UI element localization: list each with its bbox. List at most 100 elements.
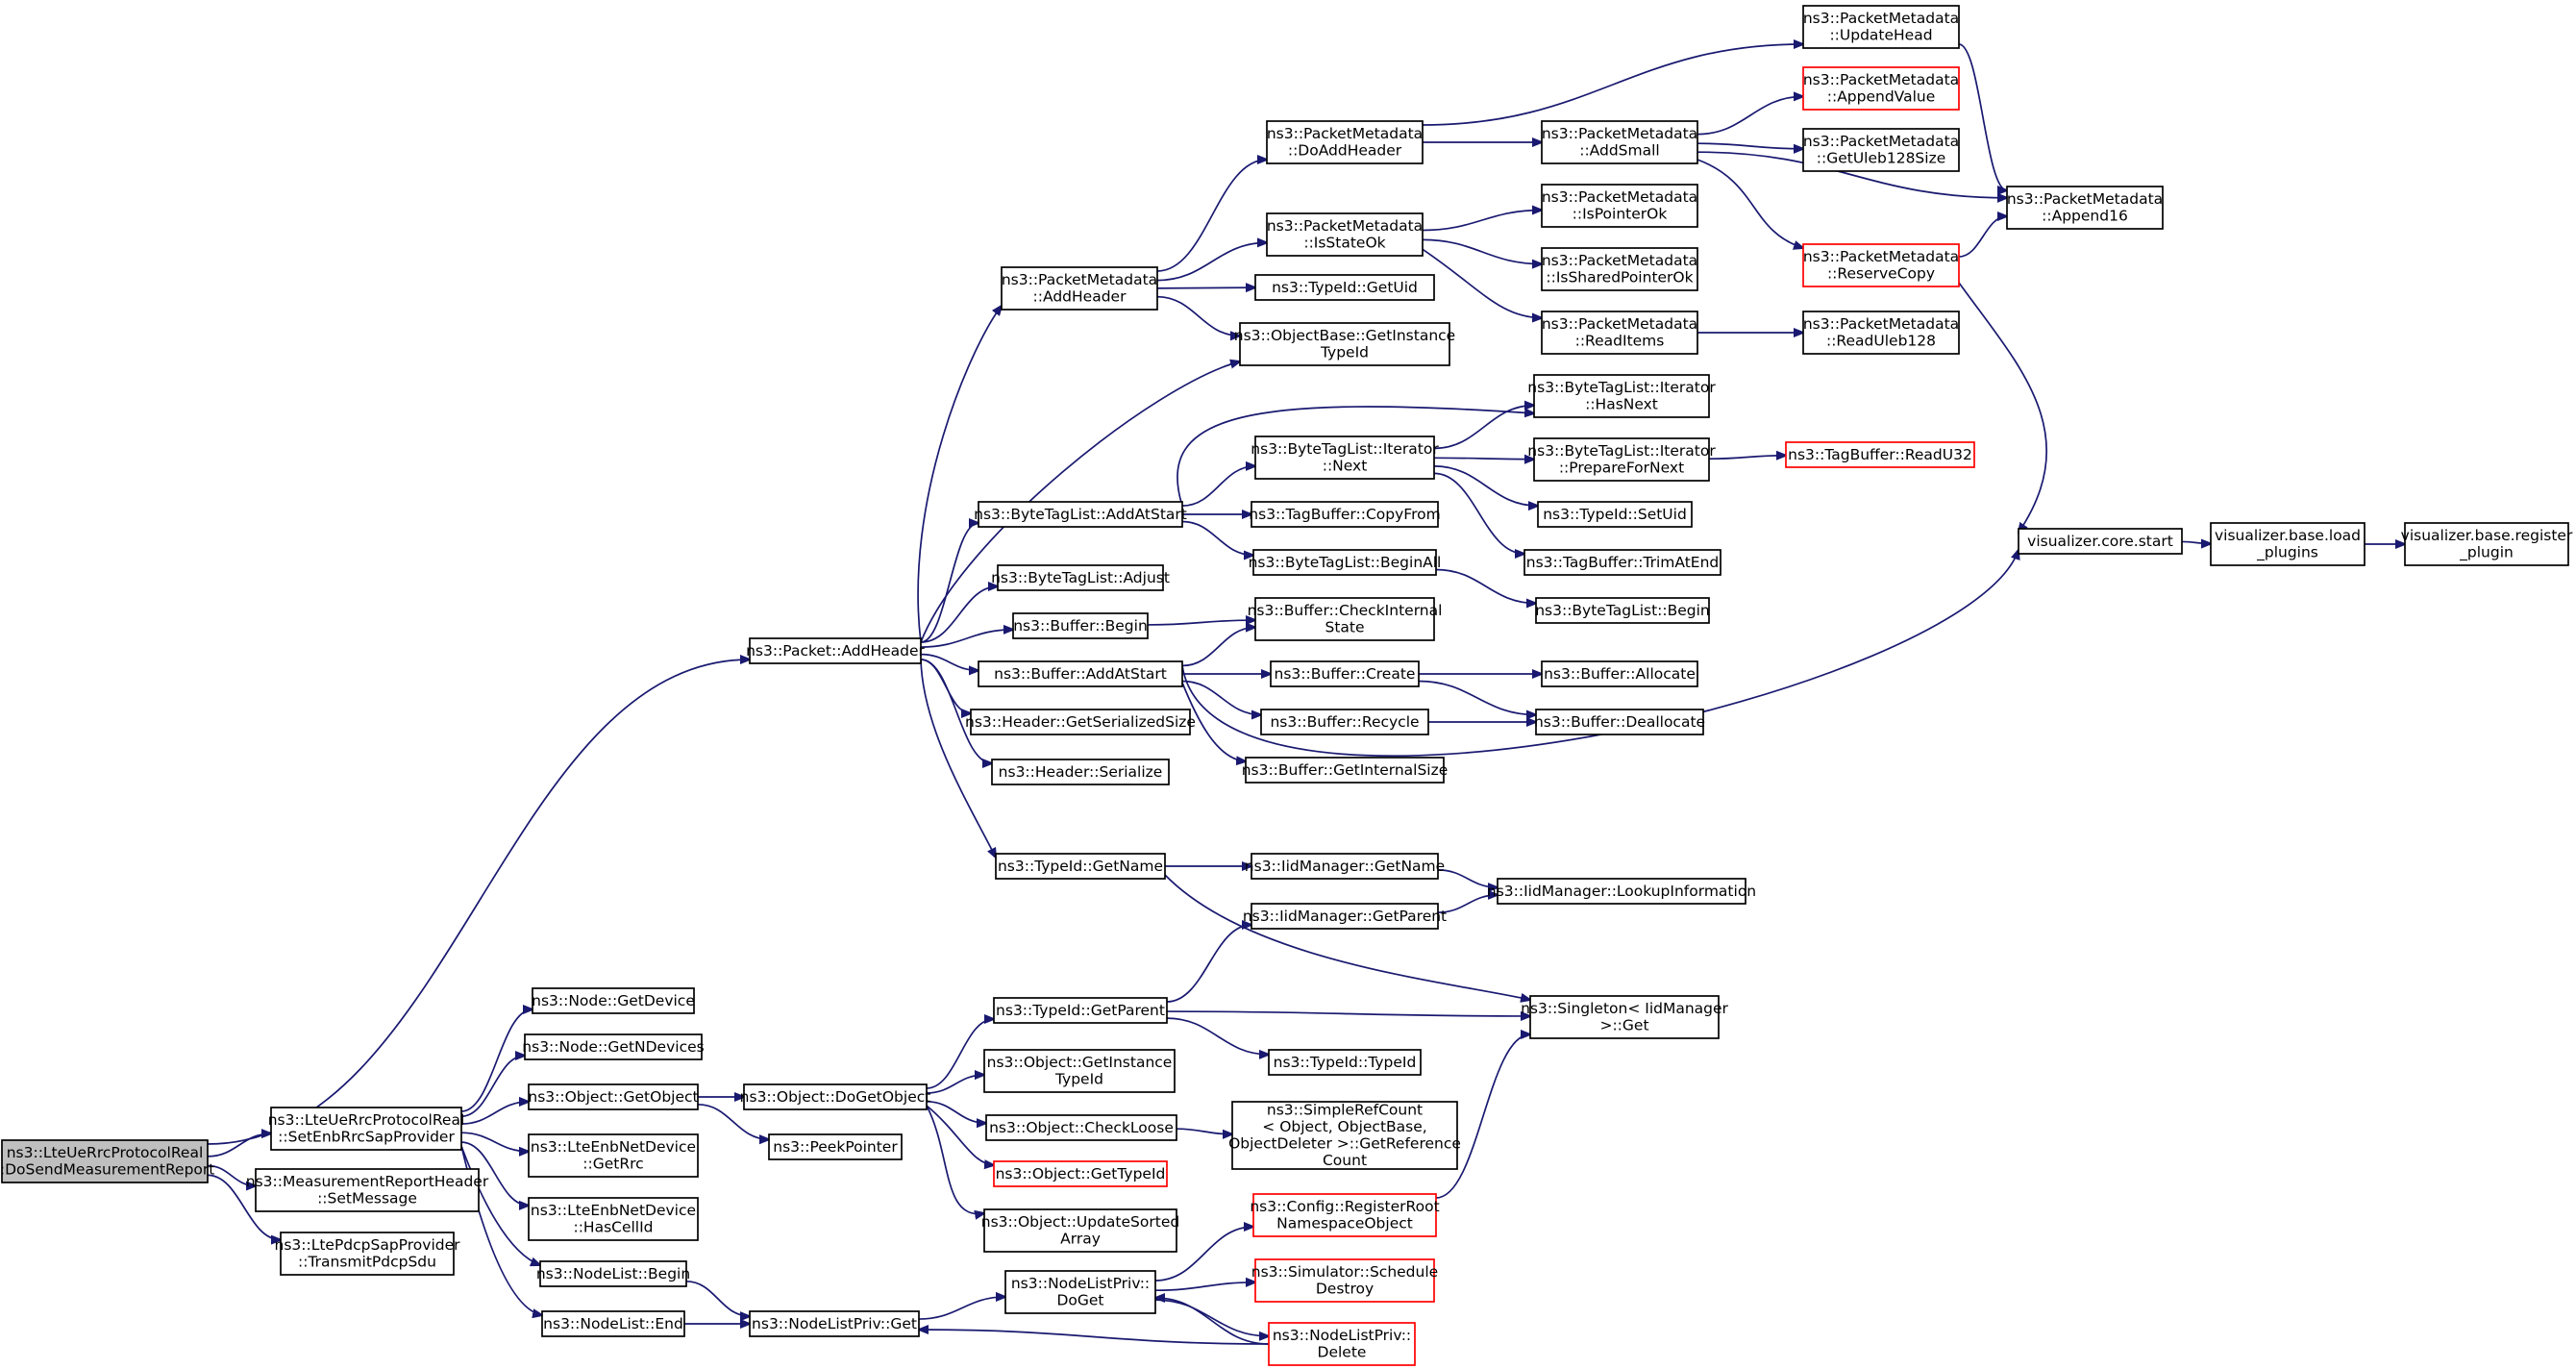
function-node-pmupdhead[interactable]: ns3::PacketMetadata::UpdateHead bbox=[1802, 5, 1960, 49]
function-node-btladjust[interactable]: ns3::ByteTagList::Adjust bbox=[991, 564, 1170, 591]
function-node-pmappval[interactable]: ns3::PacketMetadata::AppendValue bbox=[1802, 66, 1960, 111]
function-node-pmappend16[interactable]: ns3::PacketMetadata::Append16 bbox=[2006, 186, 2164, 230]
function-node-btlbegin[interactable]: ns3::ByteTagList::Begin bbox=[1535, 597, 1710, 624]
call-edge-btladd-to-btlihasnext bbox=[1177, 406, 1534, 507]
function-node-pmreaditems[interactable]: ns3::PacketMetadata::ReadItems bbox=[1541, 311, 1698, 355]
node-label-line: ns3::MeasurementReportHeader bbox=[246, 1173, 489, 1190]
function-node-pmisptr[interactable]: ns3::PacketMetadata::IsPointerOk bbox=[1541, 184, 1698, 228]
function-node-root[interactable]: ns3::LteUeRrcProtocolReal::DoSendMeasure… bbox=[0, 1139, 214, 1183]
function-node-hdrser[interactable]: ns3::Header::Serialize bbox=[991, 759, 1170, 785]
function-node-nlpdoget[interactable]: ns3::NodeListPriv::DoGet bbox=[1004, 1270, 1156, 1314]
node-box bbox=[541, 1310, 685, 1337]
function-node-bufrecycle[interactable]: ns3::Buffer::Recycle bbox=[1260, 709, 1429, 735]
function-node-doget[interactable]: ns3::Object::DoGetObject bbox=[740, 1083, 931, 1110]
function-node-btlbeginall[interactable]: ns3::ByteTagList::BeginAll bbox=[1249, 549, 1442, 576]
function-node-nlend[interactable]: ns3::NodeList::End bbox=[541, 1310, 685, 1337]
function-node-tidparent[interactable]: ns3::TypeId::GetParent bbox=[993, 997, 1168, 1024]
function-node-iidname[interactable]: ns3::IidManager::GetName bbox=[1245, 853, 1445, 880]
node-box bbox=[1497, 878, 1746, 905]
function-node-bufbegin[interactable]: ns3::Buffer::Begin bbox=[1012, 612, 1149, 639]
function-node-bufdealloc[interactable]: ns3::Buffer::Deallocate bbox=[1534, 709, 1705, 735]
function-node-tiduid[interactable]: ns3::TypeId::GetUid bbox=[1254, 274, 1435, 301]
node-box bbox=[1245, 757, 1445, 784]
node-box bbox=[2404, 522, 2569, 566]
function-node-btlihasnext[interactable]: ns3::ByteTagList::Iterator::HasNext bbox=[1527, 374, 1716, 418]
node-label-line: ns3::PacketMetadata bbox=[1542, 252, 1697, 269]
call-edge-pmreserve-to-pmappend16 bbox=[1958, 216, 2007, 258]
call-edge-pmaddheader-to-objbaseinst bbox=[1156, 295, 1240, 336]
function-node-btlinext[interactable]: ns3::ByteTagList::Iterator::Next bbox=[1251, 436, 1439, 480]
function-node-pmreserve[interactable]: ns3::PacketMetadata::ReserveCopy bbox=[1802, 243, 1960, 287]
call-edge-root-to-addheader bbox=[207, 660, 750, 1145]
function-node-vizstart[interactable]: visualizer.core.start bbox=[2018, 528, 2183, 555]
node-box bbox=[985, 1114, 1177, 1141]
call-edge-addheader-to-bufbegin bbox=[920, 630, 1013, 648]
function-node-getdevice[interactable]: ns3::Node::GetDevice bbox=[532, 987, 695, 1014]
function-node-iidparent[interactable]: ns3::IidManager::GetParent bbox=[1243, 903, 1447, 930]
function-node-getndev[interactable]: ns3::Node::GetNDevices bbox=[522, 1033, 705, 1060]
node-label-line: ns3::Buffer::Recycle bbox=[1270, 713, 1419, 731]
node-label-line: ns3::PacketMetadata bbox=[1542, 188, 1697, 206]
function-node-bufaddstart[interactable]: ns3::Buffer::AddAtStart bbox=[978, 660, 1183, 687]
function-node-pmaddheader[interactable]: ns3::PacketMetadata::AddHeader bbox=[1001, 266, 1158, 311]
function-node-nlpget[interactable]: ns3::NodeListPriv::Get bbox=[749, 1310, 920, 1337]
function-node-tbcopy[interactable]: ns3::TagBuffer::CopyFrom bbox=[1249, 501, 1441, 528]
function-node-singleton[interactable]: ns3::Singleton< IidManager >::Get bbox=[1521, 995, 1729, 1039]
function-node-bufintsize[interactable]: ns3::Buffer::GetInternalSize bbox=[1242, 757, 1449, 784]
call-edge-doget-to-objinst bbox=[926, 1075, 984, 1094]
function-node-checkloose[interactable]: ns3::Object::CheckLoose bbox=[985, 1114, 1177, 1141]
function-node-tidtid[interactable]: ns3::TypeId::TypeId bbox=[1268, 1049, 1422, 1076]
call-edge-tidparent-to-singleton bbox=[1166, 1010, 1530, 1016]
function-node-tbread[interactable]: ns3::TagBuffer::ReadU32 bbox=[1785, 441, 1975, 468]
function-node-pmuleb[interactable]: ns3::PacketMetadata::GetUleb128Size bbox=[1802, 128, 1960, 172]
node-box bbox=[995, 853, 1166, 880]
function-node-tbtrim[interactable]: ns3::TagBuffer::TrimAtEnd bbox=[1523, 549, 1721, 576]
function-node-pmdoadd[interactable]: ns3::PacketMetadata::DoAddHeader bbox=[1266, 120, 1424, 164]
node-label-line: ns3::ByteTagList::AddAtStart bbox=[974, 506, 1187, 523]
function-node-pmisshared[interactable]: ns3::PacketMetadata::IsSharedPointerOk bbox=[1541, 247, 1698, 291]
call-edge-iidparent-to-iidlookup bbox=[1437, 895, 1498, 913]
function-node-hascell[interactable]: ns3::LteEnbNetDevice::HasCellId bbox=[528, 1197, 699, 1241]
function-node-nlbegin[interactable]: ns3::NodeList::Begin bbox=[536, 1260, 690, 1287]
node-box bbox=[1270, 660, 1420, 687]
function-node-getrrc[interactable]: ns3::LteEnbNetDevice::GetRrc bbox=[528, 1133, 699, 1178]
function-node-btliprep[interactable]: ns3::ByteTagList::Iterator::PrepareForNe… bbox=[1527, 437, 1716, 482]
function-node-setenb[interactable]: ns3::LteUeRrcProtocolReal::SetEnbRrcSapP… bbox=[268, 1107, 465, 1151]
function-node-tidsetuid[interactable]: ns3::TypeId::SetUid bbox=[1537, 501, 1693, 528]
function-node-simpleref[interactable]: ns3::SimpleRefCount< Object, ObjectBase,… bbox=[1228, 1101, 1461, 1170]
node-label-line: ns3::LtePdcpSapProvider bbox=[275, 1236, 461, 1254]
function-node-objtid[interactable]: ns3::Object::GetTypeId bbox=[993, 1160, 1168, 1187]
function-node-pmaddsmall[interactable]: ns3::PacketMetadata::AddSmall bbox=[1541, 120, 1698, 164]
function-node-nlpdelete[interactable]: ns3::NodeListPriv::Delete bbox=[1268, 1322, 1416, 1366]
function-node-hdrsersize[interactable]: ns3::Header::GetSerializedSize bbox=[965, 709, 1196, 735]
function-node-getobject[interactable]: ns3::Object::GetObject bbox=[528, 1083, 699, 1110]
function-node-vizreg[interactable]: visualizer.base.register_plugin bbox=[2401, 522, 2573, 566]
function-node-pmreaduleb[interactable]: ns3::PacketMetadata::ReadUleb128 bbox=[1802, 311, 1960, 355]
function-node-peek[interactable]: ns3::PeekPointer bbox=[768, 1133, 903, 1160]
call-edge-setenb-to-hascell bbox=[460, 1141, 529, 1206]
node-box bbox=[1541, 660, 1698, 687]
function-node-pmstate[interactable]: ns3::PacketMetadata::IsStateOk bbox=[1266, 212, 1424, 257]
function-node-vizload[interactable]: visualizer.base.load_plugins bbox=[2210, 522, 2365, 566]
node-label-line: ns3::Object::UpdateSorted bbox=[981, 1213, 1179, 1231]
function-node-iidlookup[interactable]: ns3::IidManager::LookupInformation bbox=[1487, 878, 1756, 905]
call-edges bbox=[207, 44, 2405, 1345]
function-node-bufcreate[interactable]: ns3::Buffer::Create bbox=[1270, 660, 1420, 687]
function-node-tidname[interactable]: ns3::TypeId::GetName bbox=[995, 853, 1166, 880]
node-label-line: ns3::Node::GetNDevices bbox=[522, 1038, 704, 1056]
function-node-addheader[interactable]: ns3::Packet::AddHeader bbox=[746, 637, 926, 664]
function-node-btladd[interactable]: ns3::ByteTagList::AddAtStart bbox=[974, 501, 1187, 528]
node-label-line: _plugins bbox=[2256, 544, 2318, 562]
function-node-pdcp[interactable]: ns3::LtePdcpSapProvider::TransmitPdcpSdu bbox=[275, 1232, 461, 1276]
node-box bbox=[1541, 120, 1698, 164]
function-node-bufalloc[interactable]: ns3::Buffer::Allocate bbox=[1541, 660, 1698, 687]
function-node-meashdr[interactable]: ns3::MeasurementReportHeader::SetMessage bbox=[246, 1168, 489, 1212]
node-box bbox=[1231, 1101, 1458, 1170]
node-box bbox=[1252, 1193, 1437, 1237]
